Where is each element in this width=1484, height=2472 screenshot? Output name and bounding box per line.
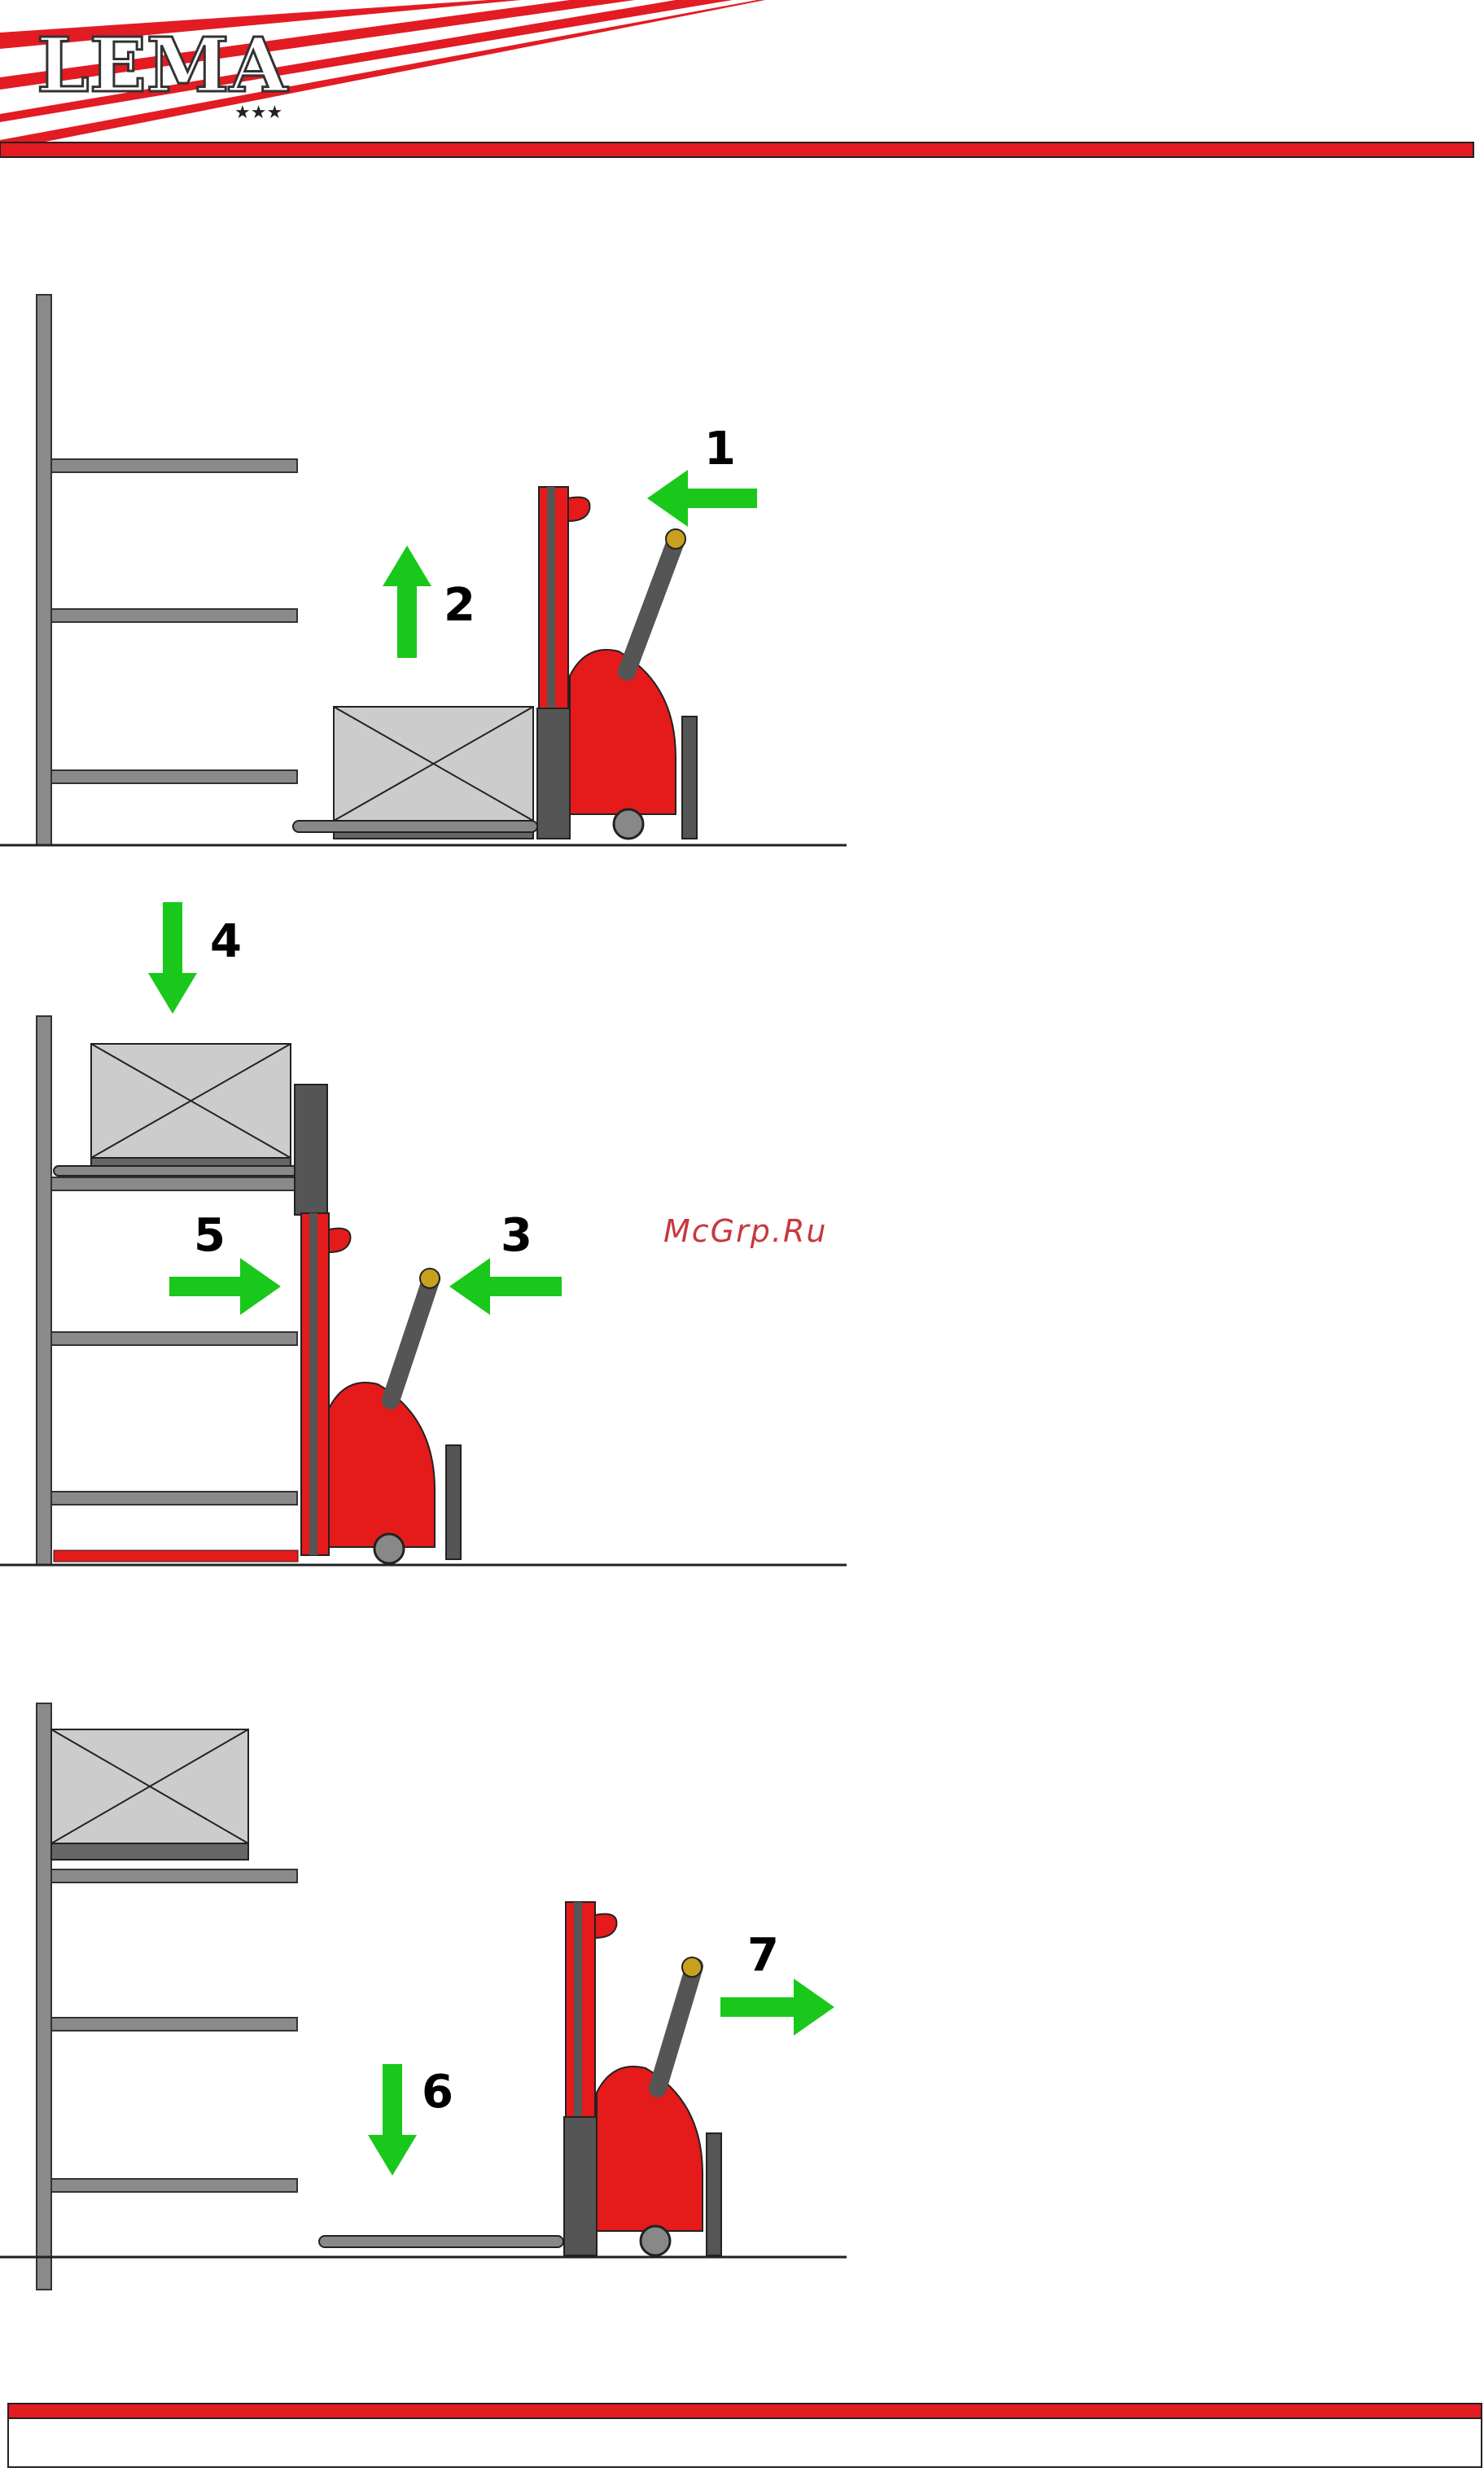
step-3-label: 3 bbox=[501, 1209, 532, 1262]
arrow-step-3 bbox=[449, 1258, 562, 1315]
step-6-label: 6 bbox=[422, 2066, 453, 2119]
logo: LEMA bbox=[37, 21, 289, 109]
arrow-step-7 bbox=[720, 1979, 834, 2036]
forks bbox=[293, 821, 537, 832]
arrow-step-4 bbox=[148, 902, 197, 1014]
arrow-step-1 bbox=[647, 470, 757, 527]
rack bbox=[37, 295, 297, 845]
carriage bbox=[295, 1085, 327, 1215]
pallet-box bbox=[91, 1044, 291, 1174]
arrow-step-6 bbox=[368, 2064, 417, 2176]
header-rule bbox=[0, 142, 1473, 157]
scene-retreat: 6 7 bbox=[0, 1661, 895, 2304]
arrow-step-5 bbox=[169, 1258, 281, 1315]
page-header: LEMA ★★★ bbox=[0, 0, 1484, 163]
step-4-label: 4 bbox=[210, 915, 242, 968]
forks-lowered bbox=[319, 2236, 563, 2247]
logo-stars: ★★★ bbox=[234, 103, 282, 123]
scene-pickup: 1 2 bbox=[0, 244, 895, 871]
page-footer bbox=[0, 2386, 1484, 2472]
step-5-label: 5 bbox=[194, 1209, 225, 1262]
watermark: McGrp.Ru bbox=[663, 1213, 827, 1249]
footer-rule bbox=[8, 2404, 1482, 2418]
step-1-label: 1 bbox=[704, 423, 736, 476]
step-7-label: 7 bbox=[747, 1929, 779, 1982]
footer-box bbox=[8, 2418, 1482, 2467]
arrow-step-2 bbox=[383, 546, 431, 658]
pallet-box bbox=[51, 1729, 248, 1860]
stacker bbox=[54, 1213, 461, 1563]
forks-raised bbox=[54, 1166, 298, 1176]
pallet-box bbox=[334, 707, 533, 839]
stacker bbox=[564, 1902, 721, 2255]
step-2-label: 2 bbox=[444, 579, 475, 632]
stacker bbox=[537, 487, 697, 839]
